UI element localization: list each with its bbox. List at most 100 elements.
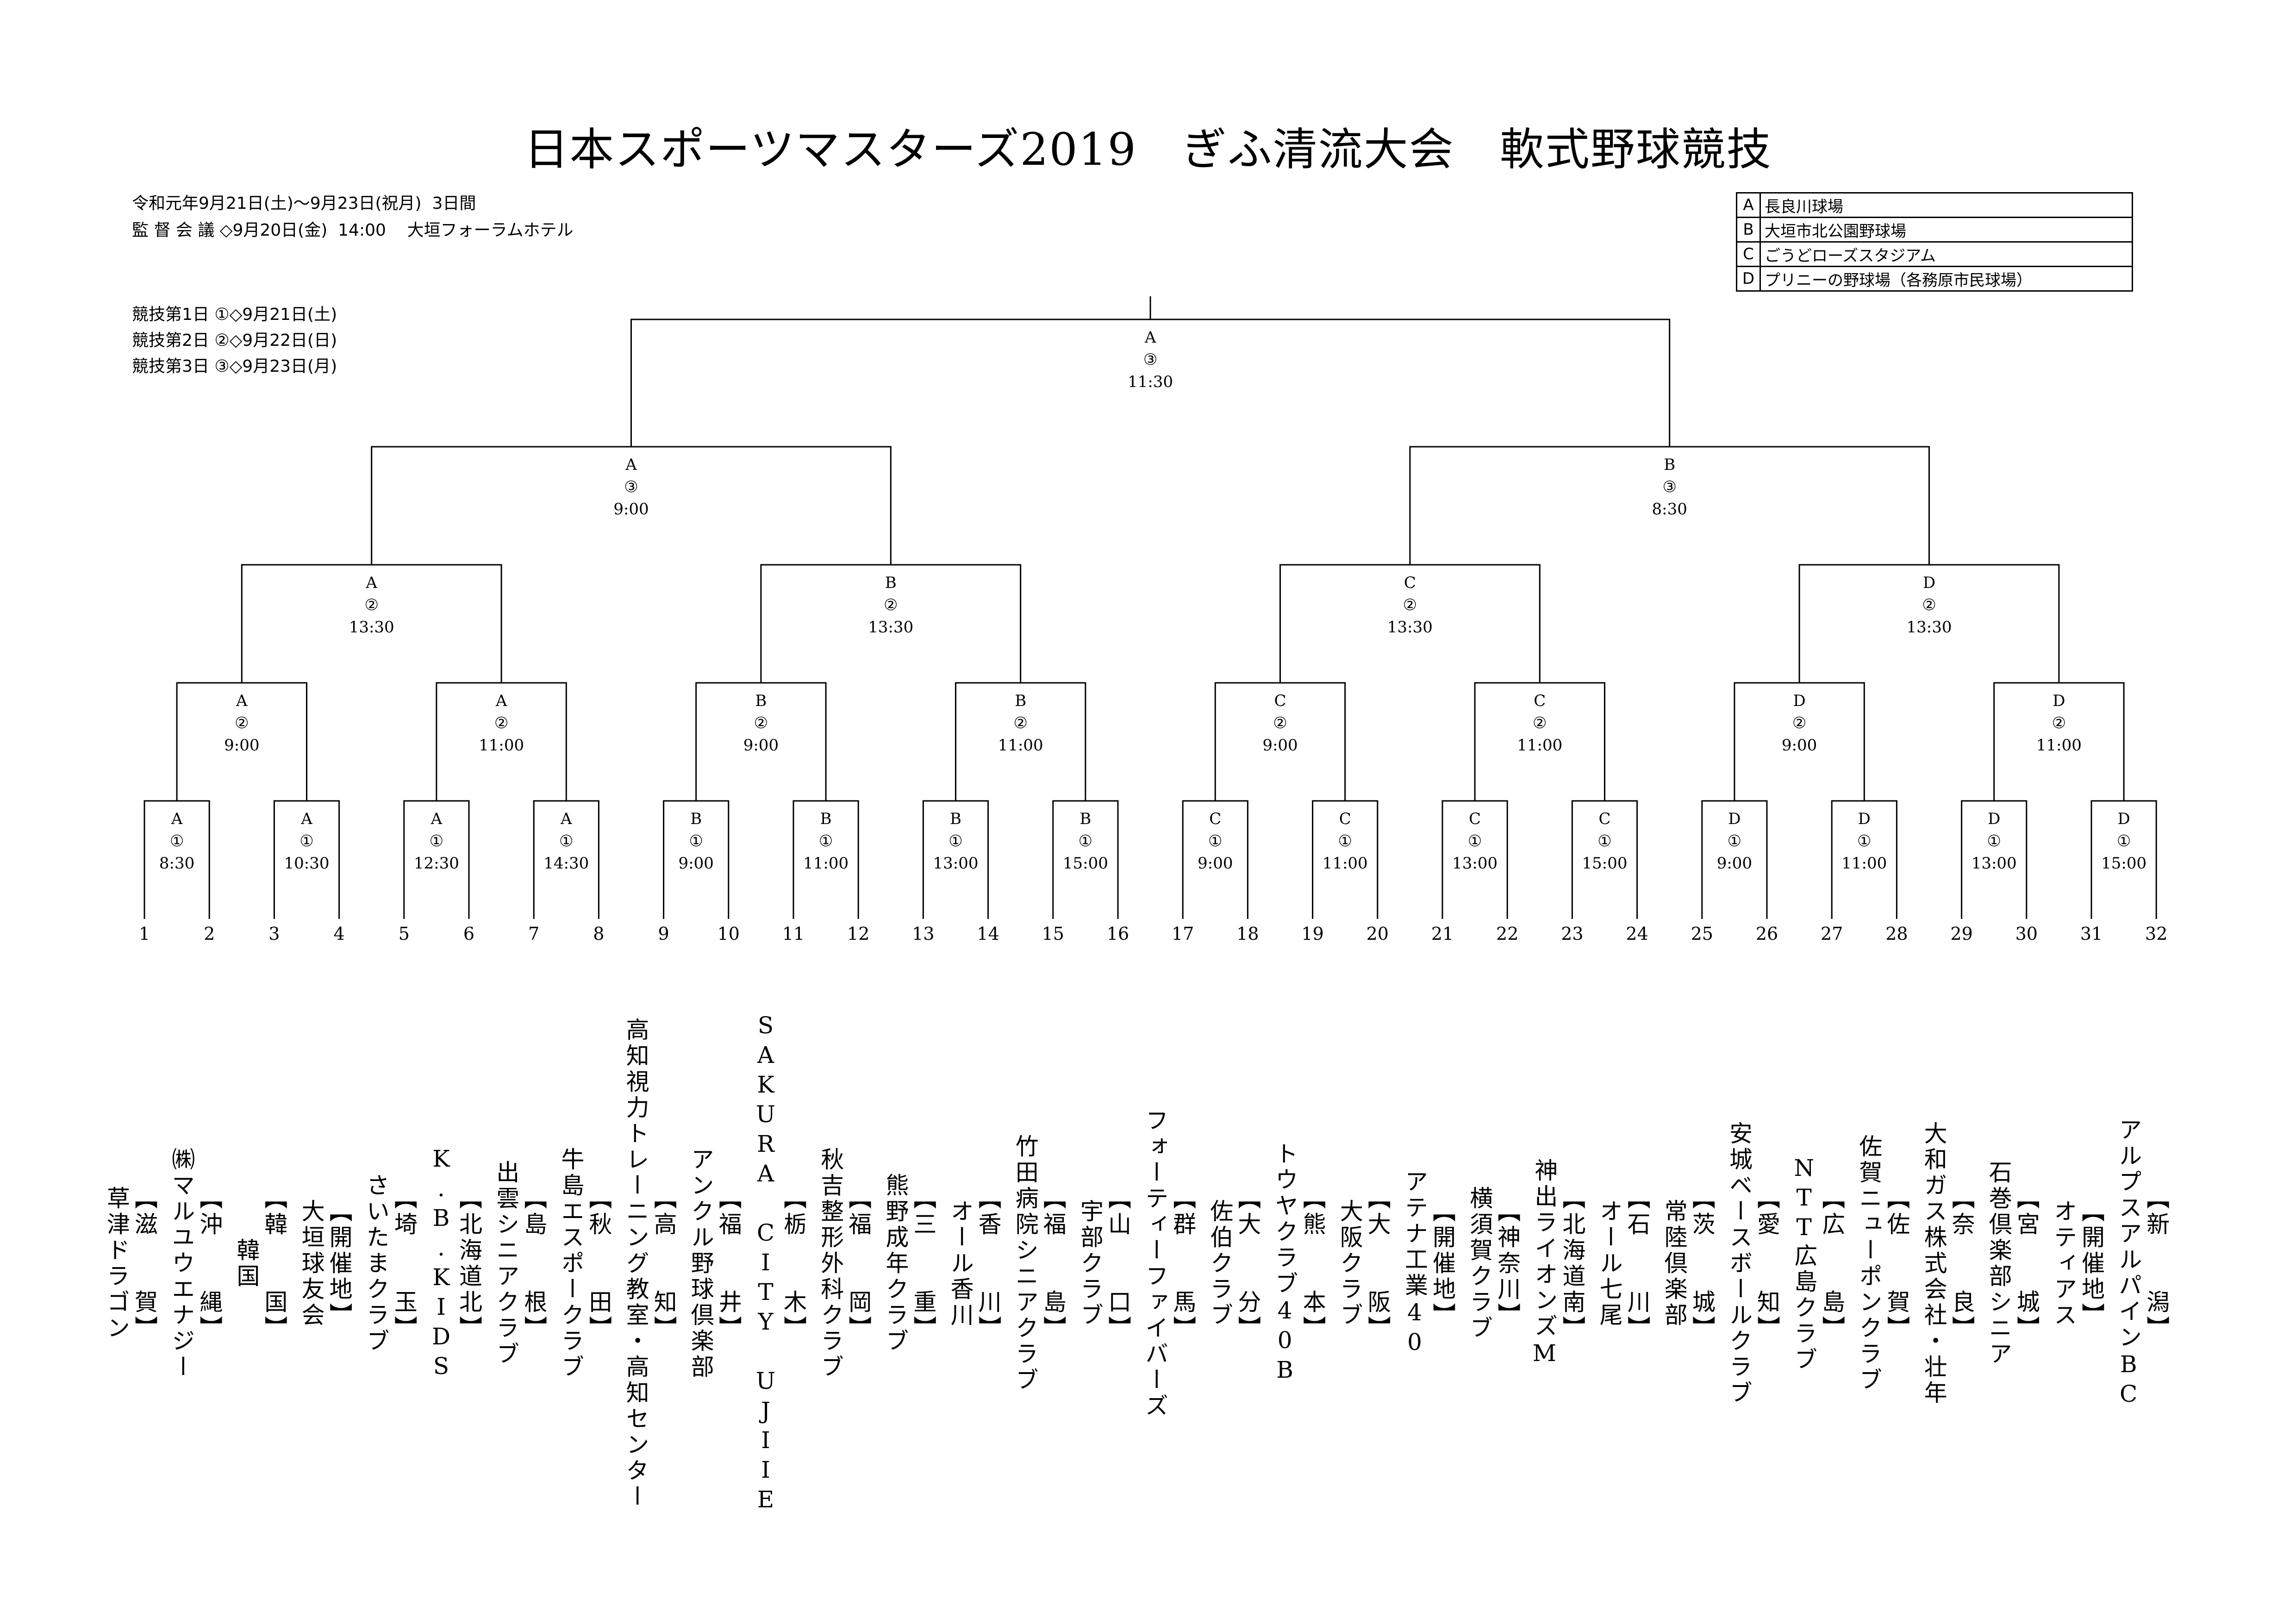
team-entry: 【福 岡】秋吉整形外科クラブ: [817, 963, 872, 1565]
team-prefecture: 【神奈川】: [1494, 1199, 1521, 1329]
match-venue: A: [300, 810, 312, 828]
venue-row: A 長良川球場: [1736, 192, 2133, 218]
day-schedule-3: 競技第3日 ③◇9月23日(月): [132, 357, 337, 376]
team-entry: 【開催地】大垣球友会: [298, 963, 353, 1565]
match-venue: B: [950, 810, 961, 828]
venue-row: B 大垣市北公園野球場: [1736, 217, 2133, 243]
team-name: K.B.KIDS: [428, 1145, 455, 1382]
team-name: 大垣球友会: [298, 1199, 325, 1329]
team-number: 6: [463, 924, 474, 944]
team-name: 大阪クラブ: [1336, 1199, 1363, 1329]
team-name: オール香川: [947, 1199, 974, 1329]
team-number: 24: [1626, 924, 1648, 944]
match-day: ①: [430, 832, 443, 850]
team-prefecture: 【群 馬】: [1169, 1186, 1197, 1342]
match-day: ①: [2117, 832, 2131, 850]
team-prefecture: 【開催地】: [1429, 1199, 1456, 1329]
match-day: ①: [1338, 832, 1352, 850]
team-entry: 【大 阪】大阪クラブ: [1336, 963, 1391, 1565]
match-day: ①: [1468, 832, 1482, 850]
match-day: ①: [1079, 832, 1092, 850]
match-time: 13:00: [1972, 854, 2017, 873]
team-number: 16: [1107, 924, 1129, 944]
match-time: 11:00: [479, 736, 524, 755]
match-venue: D: [1793, 692, 1805, 710]
team-name: 佐伯クラブ: [1206, 1199, 1234, 1329]
match-day: ②: [364, 596, 378, 614]
team-number: 26: [1756, 924, 1778, 944]
match-day: ①: [299, 832, 313, 850]
match-time: 11:00: [1323, 854, 1368, 873]
team-number: 21: [1431, 924, 1454, 944]
match-venue: C: [1534, 692, 1546, 710]
team-entry: 【韓 国】韓国: [233, 963, 288, 1565]
match-day: ②: [494, 714, 508, 732]
team-entry: 【高 知】高知視力トレーニング教室・高知センター: [623, 963, 678, 1565]
team-number: 2: [204, 924, 215, 944]
match-venue: A: [1144, 328, 1156, 347]
team-name: 高知視力トレーニング教室・高知センター: [622, 1018, 649, 1510]
team-number: 32: [2145, 924, 2167, 944]
team-number: 29: [1950, 924, 1972, 944]
team-entry: 【宮 城】石巻倶楽部シニア: [1985, 963, 2040, 1565]
team-prefecture: 【奈 良】: [1948, 1186, 1975, 1342]
match-venue: A: [430, 810, 443, 828]
venue-legend: A 長良川球場 B 大垣市北公園野球場 C ごうどローズスタジアム D プリニー…: [1736, 192, 2133, 292]
match-venue: D: [2053, 692, 2065, 710]
team-entry: 【秋 田】牛島エスポークラブ: [557, 963, 612, 1565]
team-prefecture: 【熊 本】: [1299, 1186, 1326, 1342]
match-day: ②: [884, 596, 898, 614]
match-day: ②: [2052, 714, 2066, 732]
match-venue: A: [171, 810, 183, 828]
team-number: 5: [399, 924, 410, 944]
match-day: ①: [819, 832, 833, 850]
match-day: ②: [1273, 714, 1287, 732]
match-time: 13:00: [933, 854, 979, 873]
match-venue: A: [236, 692, 248, 710]
team-prefecture: 【福 井】: [715, 1186, 742, 1342]
match-day: ①: [170, 832, 184, 850]
match-time: 8:30: [1652, 500, 1687, 518]
team-number: 8: [593, 924, 604, 944]
team-number: 11: [782, 924, 805, 944]
team-prefecture: 【埼 玉】: [390, 1186, 418, 1342]
day-schedule-2: 競技第2日 ②◇9月22日(日): [132, 331, 337, 350]
match-venue: B: [755, 692, 767, 710]
team-entry: 【栃 木】SAKURA CITY UJIIE: [752, 963, 807, 1565]
match-time: 9:00: [1782, 736, 1817, 755]
match-venue: D: [1988, 810, 2000, 828]
team-name: アテナ工業40: [1401, 1169, 1428, 1358]
team-prefecture: 【広 島】: [1818, 1186, 1846, 1342]
match-time: 9:00: [743, 736, 779, 755]
team-number: 15: [1042, 924, 1064, 944]
match-venue: D: [1923, 574, 1935, 592]
team-name: オティアス: [2050, 1199, 2077, 1329]
team-prefecture: 【大 阪】: [1364, 1186, 1391, 1342]
match-time: 9:00: [1717, 854, 1752, 873]
team-prefecture: 【石 川】: [1623, 1186, 1651, 1342]
team-name: 草津ドラゴン: [103, 1186, 130, 1342]
match-time: 14:30: [543, 854, 589, 873]
team-name: SAKURA CITY UJIIE: [752, 1012, 779, 1516]
match-day: ②: [235, 714, 249, 732]
match-time: 15:00: [1063, 854, 1108, 873]
venue-code: A: [1736, 192, 1761, 218]
match-day: ②: [1533, 714, 1547, 732]
match-day: ②: [1792, 714, 1806, 732]
team-number: 10: [718, 924, 740, 944]
team-entry: 【群 馬】フォーティーファイバーズ: [1142, 963, 1197, 1565]
team-prefecture: 【栃 木】: [780, 1186, 807, 1342]
team-name: 常陸倶楽部: [1660, 1199, 1688, 1329]
team-name: 横須賀クラブ: [1466, 1186, 1493, 1342]
match-time: 9:00: [224, 736, 259, 755]
team-name: 竹田病院シニアクラブ: [1011, 1134, 1039, 1393]
team-entry: 【熊 本】トウヤクラブ40B: [1272, 963, 1327, 1565]
match-venue: B: [690, 810, 702, 828]
team-entry: 【石 川】オール七尾: [1596, 963, 1651, 1565]
match-time: 15:00: [2101, 854, 2146, 873]
match-day: ③: [1143, 350, 1157, 369]
match-venue: C: [1469, 810, 1481, 828]
match-venue: C: [1339, 810, 1351, 828]
team-name: 韓国: [233, 1238, 260, 1290]
match-day: ①: [1857, 832, 1871, 850]
